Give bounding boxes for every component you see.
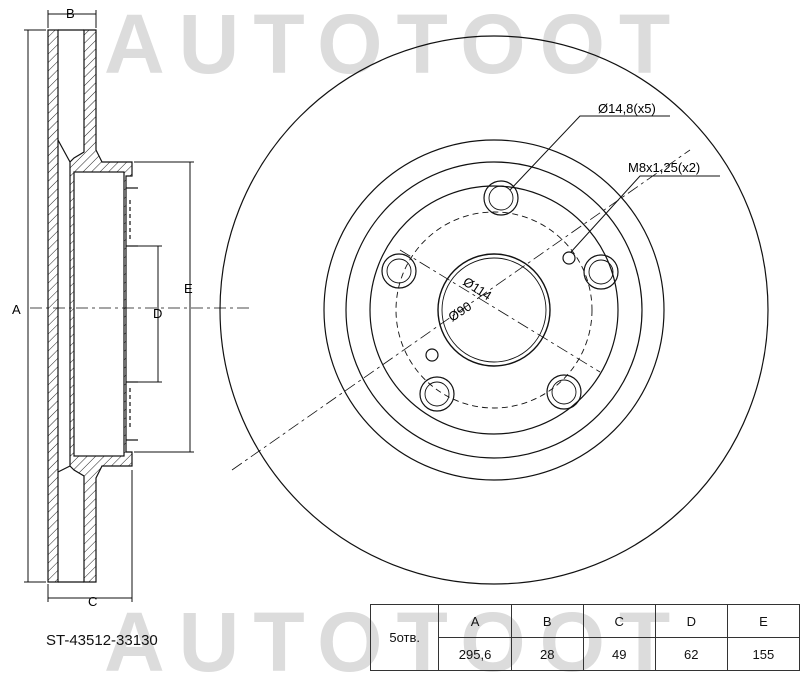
side-dimensions [24, 10, 194, 602]
front-centerlines [231, 149, 691, 471]
watermark-top: AUTOTOOT [104, 0, 685, 91]
stud-hole [483, 180, 519, 216]
spec-value: 49 [582, 637, 656, 671]
threaded-hole [562, 251, 576, 265]
spec-header: C [582, 604, 656, 638]
stud-hole [381, 253, 417, 289]
spec-table: 5отв. A B C D E 295,6 28 49 62 155 [369, 604, 800, 671]
spec-header: A [438, 604, 512, 638]
label-a: A [12, 302, 21, 317]
spec-header-row: 5отв. A B C D E [369, 604, 800, 671]
part-number: ST-43512-33130 [46, 632, 158, 649]
label-d: D [153, 306, 162, 321]
front-view [219, 35, 769, 585]
spec-value: 295,6 [438, 637, 512, 671]
callout-leaders [509, 115, 720, 253]
center-bore [437, 253, 551, 367]
thread-callout: M8x1,25(x2) [628, 160, 700, 175]
spec-value-row: 295,6 28 49 62 155 [371, 637, 800, 671]
spec-value: 62 [654, 637, 728, 671]
hat-outer-edge [345, 161, 643, 459]
pcd-circle [395, 211, 593, 409]
label-e: E [184, 281, 193, 296]
threaded-hole [425, 348, 439, 362]
spec-value: 155 [726, 637, 800, 671]
stud-holes [381, 180, 619, 412]
disc-inner-edge [323, 139, 665, 481]
spec-value: 28 [510, 637, 584, 671]
center-bore-inner [441, 257, 547, 363]
stud-hole [583, 254, 619, 290]
label-c: C [88, 594, 97, 609]
side-view [30, 29, 250, 583]
center-bore-label: Ø90 [445, 299, 474, 325]
stud-hole [419, 376, 455, 412]
hub-face-edge [369, 185, 619, 435]
stud-hole [546, 374, 582, 410]
spec-header: B [510, 604, 584, 638]
holes-label: 5отв. [369, 604, 440, 671]
left-friction-plate [47, 29, 59, 583]
label-b: B [66, 6, 75, 21]
spec-header: E [726, 604, 800, 638]
disc-outer-edge [219, 35, 769, 585]
spec-header: D [654, 604, 728, 638]
hole-callout: Ø14,8(x5) [598, 101, 656, 116]
